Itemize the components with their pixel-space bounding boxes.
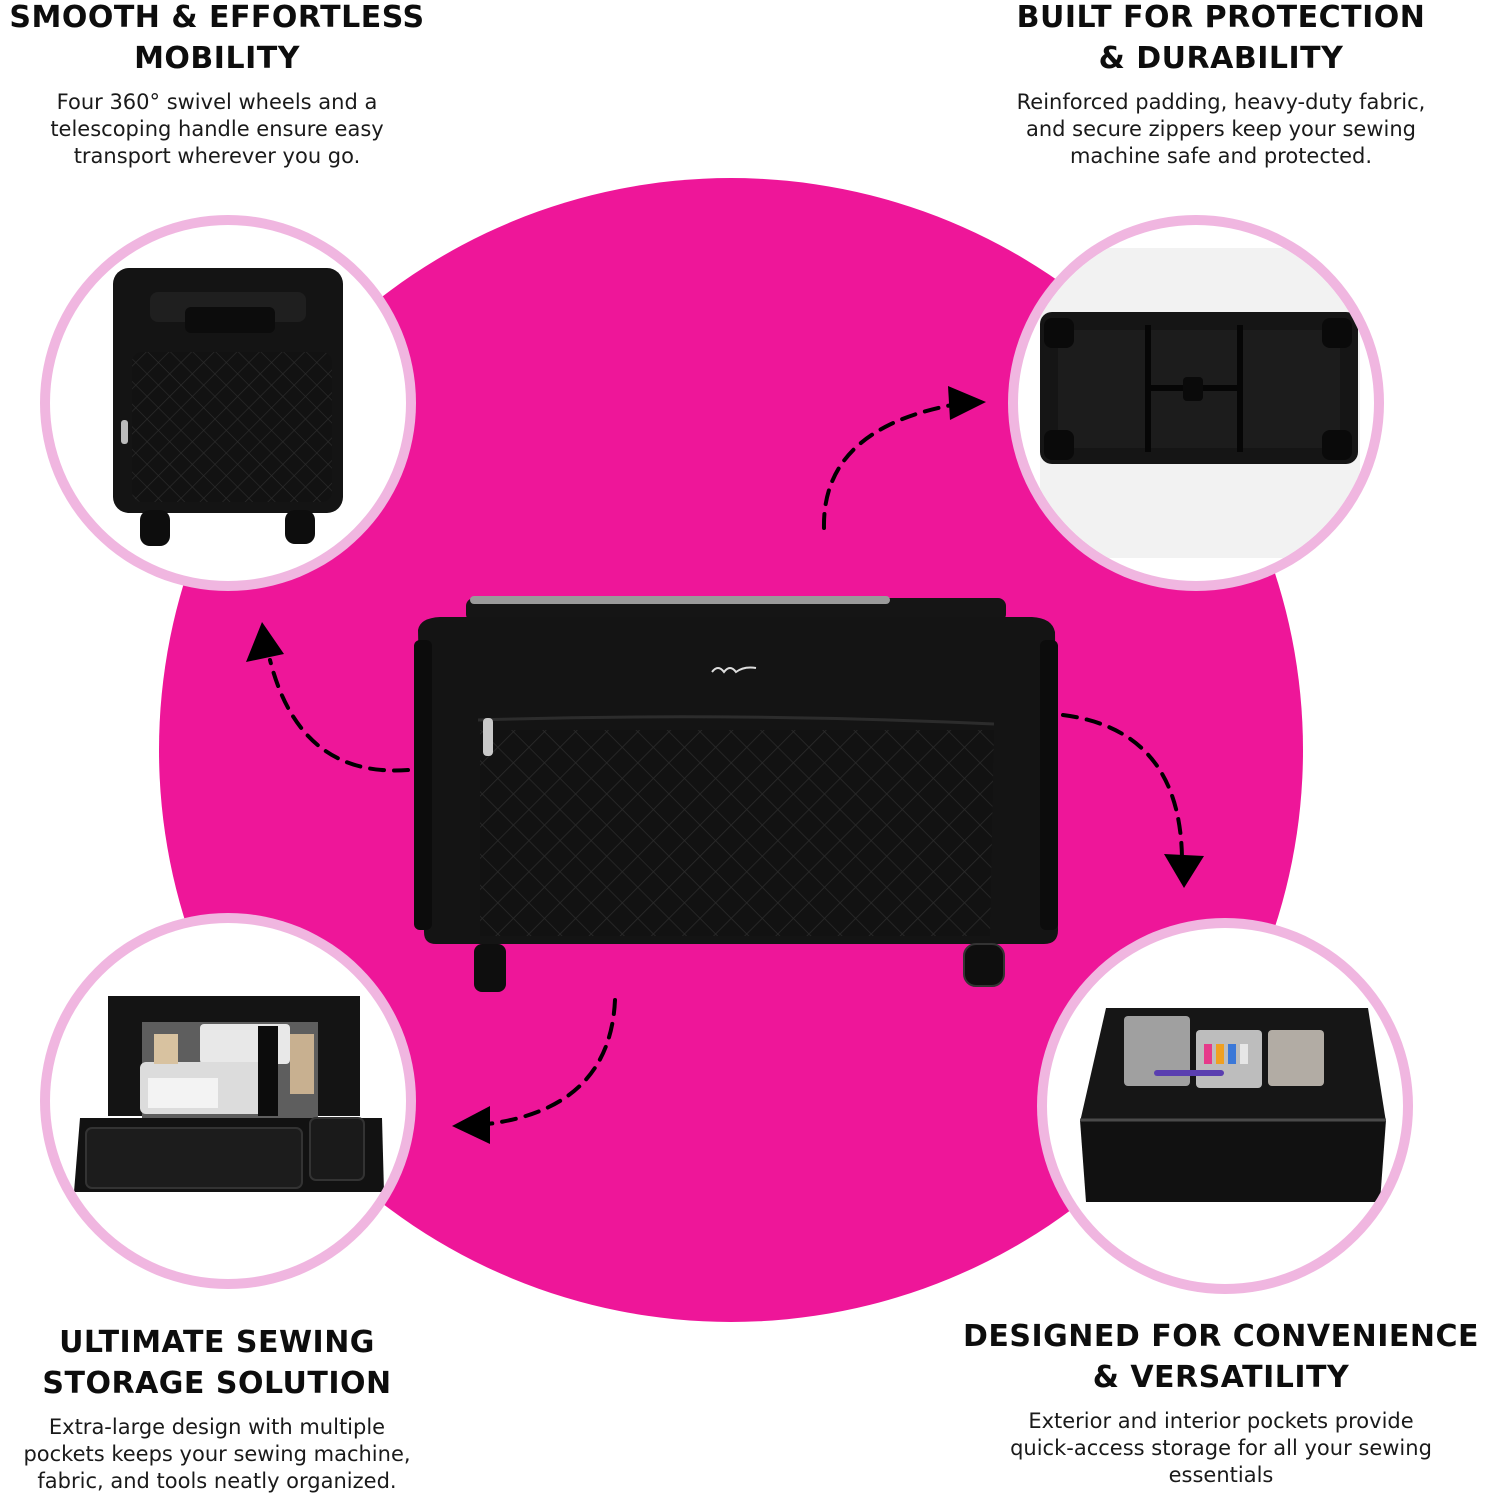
feature-description: Four 360° swivel wheels and a telescopin…	[0, 89, 434, 170]
feature-desc-line: Extra-large design with multiple	[48, 1415, 386, 1439]
center-bag-image	[414, 596, 1058, 992]
feature-title-line: ULTIMATE SEWING	[59, 1325, 375, 1360]
feature-desc-line: Reinforced padding, heavy-duty fabric,	[1016, 90, 1426, 114]
feature-title-line: & VERSATILITY	[1092, 1360, 1350, 1395]
feature-title-line: BUILT FOR PROTECTION	[1016, 0, 1426, 35]
feature-desc-line: Four 360° swivel wheels and a	[56, 90, 378, 114]
curved-dashed-arrow-down-right-icon	[1061, 713, 1204, 888]
feature-convenience: DESIGNED FOR CONVENIENCE & VERSATILITY E…	[945, 1316, 1497, 1489]
feature-storage: ULTIMATE SEWING STORAGE SOLUTION Extra-l…	[0, 1322, 434, 1495]
feature-desc-line: fabric, and tools neatly organized.	[37, 1469, 397, 1493]
feature-desc-line: telescoping handle ensure easy	[50, 117, 384, 141]
curved-dashed-arrow-down-left-icon	[452, 998, 617, 1144]
feature-description: Exterior and interior pockets provide qu…	[945, 1408, 1497, 1489]
brand-logo-icon	[711, 666, 757, 674]
feature-title-line: DESIGNED FOR CONVENIENCE	[963, 1319, 1479, 1354]
feature-desc-line: machine safe and protected.	[1069, 144, 1373, 168]
feature-title: ULTIMATE SEWING STORAGE SOLUTION	[0, 1322, 434, 1404]
feature-desc-line: essentials	[1168, 1463, 1274, 1487]
curved-dashed-arrow-up-left-icon	[246, 622, 410, 773]
feature-title: SMOOTH & EFFORTLESS MOBILITY	[0, 0, 434, 79]
feature-title-line: STORAGE SOLUTION	[42, 1366, 392, 1401]
zipper-pull-icon	[483, 718, 493, 756]
feature-title: BUILT FOR PROTECTION & DURABILITY	[985, 0, 1457, 79]
photo-circle-bag-bottom	[1008, 215, 1384, 591]
feature-title-line: SMOOTH & EFFORTLESS	[9, 0, 425, 35]
feature-desc-line: transport wherever you go.	[73, 144, 361, 168]
photo-circle-rolling-bag	[40, 215, 416, 591]
photo-circle-interior-pockets	[1037, 918, 1413, 1294]
feature-title-line: & DURABILITY	[1098, 41, 1344, 76]
feature-title-line: MOBILITY	[134, 41, 300, 76]
feature-desc-line: and secure zippers keep your sewing	[1025, 117, 1417, 141]
feature-desc-line: quick-access storage for all your sewing	[1010, 1436, 1432, 1460]
feature-mobility: SMOOTH & EFFORTLESS MOBILITY Four 360° s…	[0, 0, 434, 170]
feature-desc-line: pockets keeps your sewing machine,	[23, 1442, 411, 1466]
feature-description: Extra-large design with multiple pockets…	[0, 1414, 434, 1495]
feature-title: DESIGNED FOR CONVENIENCE & VERSATILITY	[945, 1316, 1497, 1398]
curved-dashed-arrow-up-right-icon	[821, 386, 986, 530]
feature-description: Reinforced padding, heavy-duty fabric, a…	[985, 89, 1457, 170]
feature-desc-line: Exterior and interior pockets provide	[1028, 1409, 1414, 1433]
photo-circle-open-bag-machine	[40, 913, 416, 1289]
feature-protection: BUILT FOR PROTECTION & DURABILITY Reinfo…	[985, 0, 1457, 170]
